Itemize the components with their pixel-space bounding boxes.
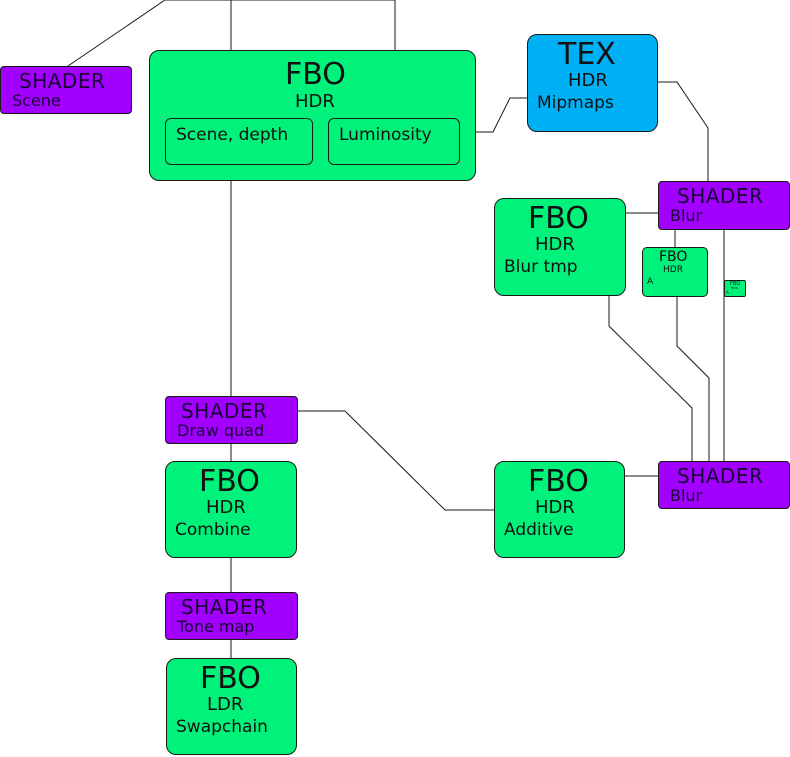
- fbo-kind-label: FBO: [200, 661, 261, 696]
- fbo-format-label: HDR: [731, 286, 738, 290]
- shader-name-label: Tone map: [177, 617, 255, 636]
- fbo-format-label: LDR: [207, 694, 244, 715]
- fbo-name-label: Combine: [175, 520, 251, 540]
- fbo-additive-node[interactable]: FBO HDR Additive: [494, 461, 625, 558]
- fbo-format-label: HDR: [535, 234, 575, 255]
- fbo-blur-tmp-node[interactable]: FBO HDR Blur tmp: [494, 198, 626, 296]
- fbo-kind-label: FBO: [659, 249, 688, 265]
- shader-name-label: Scene: [12, 91, 61, 110]
- attachment-label: Scene, depth: [176, 125, 289, 145]
- fbo-combine-node[interactable]: FBO HDR Combine: [165, 461, 297, 558]
- tex-hdr-node[interactable]: TEX HDR Mipmaps: [527, 34, 658, 132]
- shader-name-label: Blur: [670, 486, 703, 505]
- fbo-tiny-node[interactable]: FBO HDR A: [724, 280, 746, 297]
- fbo-small-a-node[interactable]: FBO HDR A: [642, 247, 708, 297]
- fbo-kind-label: FBO: [528, 464, 589, 499]
- fbo-kind-label: FBO: [199, 464, 260, 499]
- wire-drawquad-additive: [298, 410, 494, 511]
- tex-kind-label: TEX: [558, 37, 616, 72]
- wire-luminosity-tex: [460, 97, 528, 133]
- shader-name-label: Draw quad: [177, 421, 265, 440]
- shader-blur-bottom-node[interactable]: SHADER Blur: [658, 461, 790, 509]
- fbo-kind-label: FBO: [730, 281, 741, 287]
- wire-blurtmp-blurbottom: [608, 296, 693, 462]
- shader-kind-label: SHADER: [181, 399, 268, 423]
- fbo-name-label: A: [726, 290, 729, 295]
- fbo-name-label: Blur tmp: [504, 257, 578, 277]
- tex-format-label: HDR: [568, 70, 608, 91]
- shader-kind-label: SHADER: [19, 69, 106, 93]
- attachment-scene-depth[interactable]: Scene, depth: [165, 118, 313, 165]
- fbo-kind-label: FBO: [285, 57, 346, 92]
- attachment-label: Luminosity: [339, 125, 432, 145]
- fbo-format-label: HDR: [663, 265, 683, 275]
- shader-kind-label: SHADER: [181, 595, 268, 619]
- wire-tex-blur: [657, 81, 709, 182]
- shader-scene-node[interactable]: SHADER Scene: [0, 66, 132, 114]
- shader-blur-top-node[interactable]: SHADER Blur: [658, 181, 790, 230]
- shader-tone-map-node[interactable]: SHADER Tone map: [165, 592, 298, 640]
- fbo-name-label: A: [647, 277, 654, 287]
- tex-name-label: Mipmaps: [537, 93, 614, 113]
- fbo-ldr-swapchain-node[interactable]: FBO LDR Swapchain: [166, 658, 297, 755]
- shader-draw-quad-node[interactable]: SHADER Draw quad: [165, 396, 298, 444]
- shader-kind-label: SHADER: [677, 464, 764, 488]
- shader-name-label: Blur: [670, 206, 703, 225]
- fbo-format-label: HDR: [535, 497, 575, 518]
- fbo-format-label: HDR: [206, 497, 246, 518]
- fbo-kind-label: FBO: [528, 201, 589, 236]
- shader-kind-label: SHADER: [677, 184, 764, 208]
- fbo-name-label: Swapchain: [176, 717, 268, 737]
- fbo-format-label: HDR: [295, 91, 335, 112]
- attachment-luminosity[interactable]: Luminosity: [328, 118, 460, 165]
- wire-fboa-blurbottom: [676, 297, 710, 462]
- fbo-name-label: Additive: [504, 520, 574, 540]
